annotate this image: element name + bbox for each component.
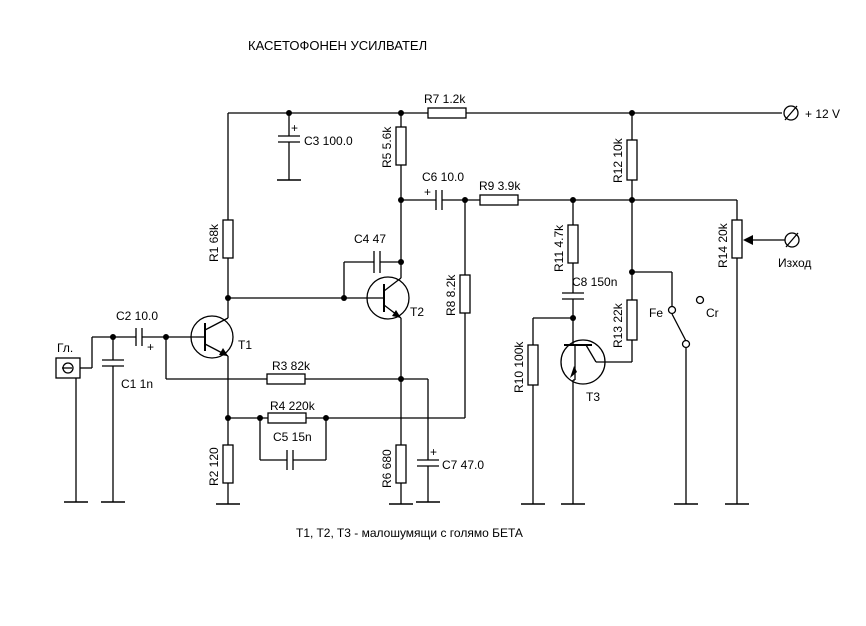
output-terminal — [784, 232, 800, 248]
resistor-r9 — [479, 194, 519, 206]
capacitor-c6: + — [401, 185, 480, 210]
c4-label: C4 47 — [354, 232, 386, 246]
output-label: Изход — [778, 256, 811, 270]
r7-label: R7 1.2k — [424, 92, 466, 106]
t1-label: T1 — [238, 338, 252, 352]
supply-rail — [228, 110, 782, 116]
transistor-t1 — [190, 315, 234, 359]
capacitor-c7: + — [416, 379, 440, 503]
r4-label: R4 220k — [270, 399, 316, 413]
supply-label: + 12 V — [805, 107, 840, 121]
diagram-title: КАСЕТОФОНЕН УСИЛВАТЕЛ — [248, 38, 427, 53]
resistor-r13 — [626, 299, 638, 341]
capacitor-c3: + — [277, 113, 301, 181]
resistor-r12 — [626, 139, 638, 181]
capacitor-c4 — [343, 251, 404, 298]
resistor-r4 — [267, 412, 307, 424]
r10-label: R10 100k — [512, 341, 526, 393]
transistor-t3 — [560, 338, 632, 385]
resistor-r1 — [222, 219, 234, 259]
resistor-r2 — [222, 444, 234, 484]
r13-label: R13 22k — [611, 302, 625, 348]
resistor-r6 — [395, 444, 407, 484]
r8-label: R8 8.2k — [444, 274, 458, 316]
capacitor-c5 — [259, 418, 327, 470]
r5-label: R5 5.6k — [380, 126, 394, 168]
c8-label: C8 150n — [572, 275, 617, 289]
switch-cr-label: Cr — [706, 306, 719, 320]
r6-label: R6 680 — [380, 449, 394, 488]
capacitor-c1 — [101, 337, 125, 503]
r9-label: R9 3.9k — [479, 179, 521, 193]
r14-label: R14 20k — [716, 222, 730, 268]
svg-text:+: + — [291, 121, 298, 135]
c7-label: C7 47.0 — [442, 458, 484, 472]
resistor-r7 — [427, 107, 467, 119]
input-jack — [55, 357, 92, 503]
c1-label: C1 1n — [121, 377, 153, 391]
input-label: Гл. — [57, 341, 73, 355]
r1-label: R1 68k — [207, 223, 221, 262]
fe-cr-switch — [632, 271, 705, 505]
r2-label: R2 120 — [207, 447, 221, 486]
svg-text:+: + — [430, 445, 437, 459]
resistor-r8 — [459, 274, 471, 314]
t2-label: T2 — [410, 305, 424, 319]
c2-label: C2 10.0 — [116, 309, 158, 323]
supply-terminal — [783, 105, 799, 121]
r12-label: R12 10k — [611, 137, 625, 183]
transistor-t2 — [366, 276, 410, 320]
potentiometer-wiper — [743, 235, 785, 245]
r11-label: R11 4.7k — [552, 224, 566, 272]
svg-text:+: + — [147, 340, 154, 354]
r3-label: R3 82k — [272, 359, 311, 373]
svg-text:+: + — [424, 185, 431, 199]
footnote: T1, T2, T3 - малошумящи с голямо БЕТА — [296, 526, 523, 540]
switch-fe-label: Fe — [649, 306, 663, 320]
resistor-r10 — [527, 344, 539, 386]
resistor-r3 — [266, 373, 306, 385]
potentiometer-r14 — [731, 219, 743, 259]
resistor-r5 — [395, 126, 407, 166]
resistor-r11 — [567, 224, 579, 264]
c3-label: C3 100.0 — [304, 134, 353, 148]
c5-label: C5 15n — [273, 430, 312, 444]
t3-label: T3 — [586, 390, 600, 404]
c6-label: C6 10.0 — [422, 170, 464, 184]
